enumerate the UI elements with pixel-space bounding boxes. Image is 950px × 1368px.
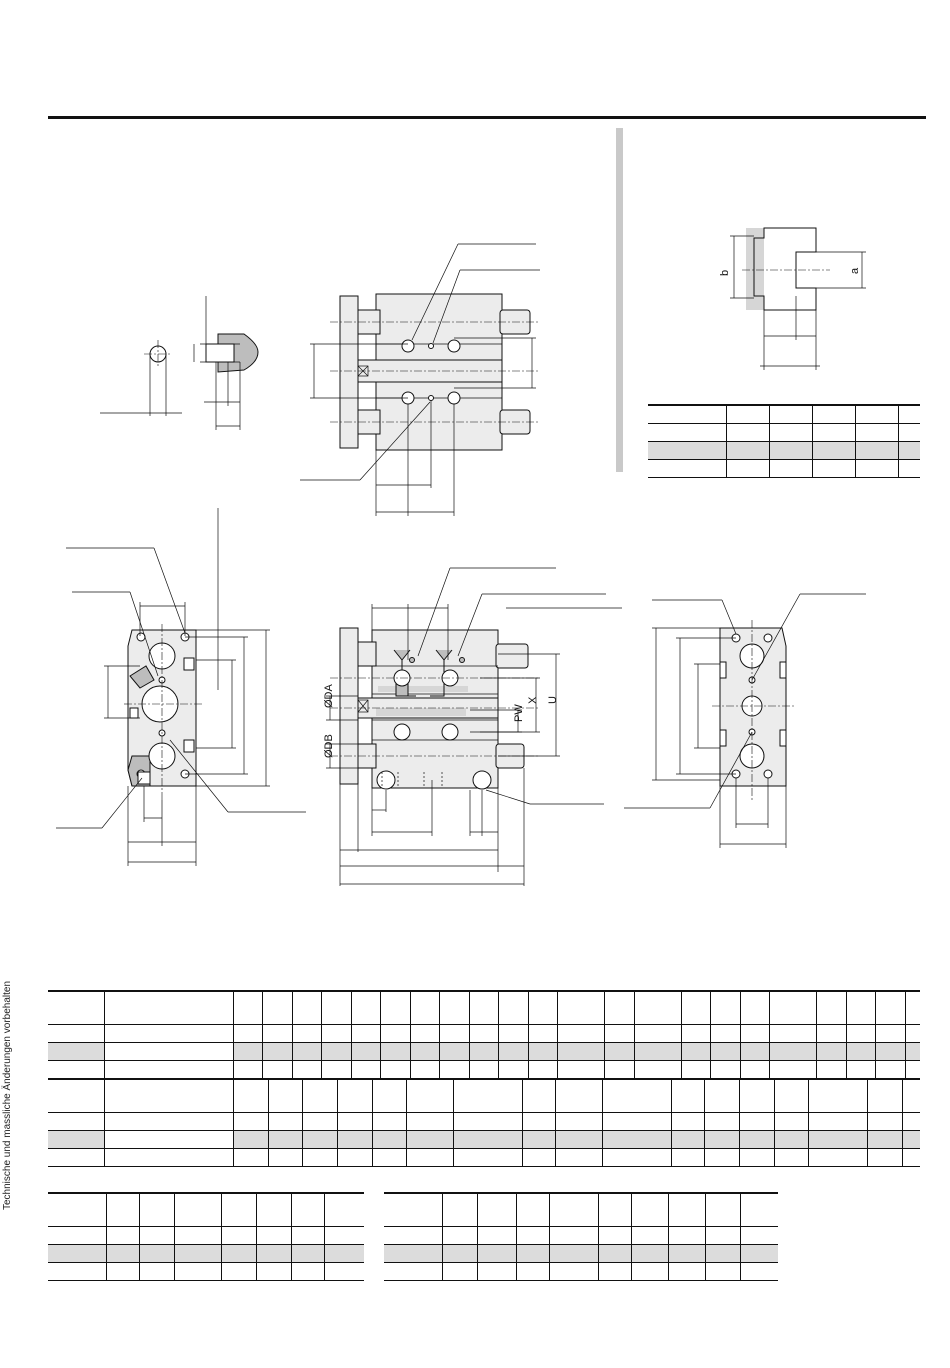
label-da: ØDA — [323, 684, 335, 709]
label-b: b — [719, 270, 731, 276]
top-rule — [48, 116, 926, 119]
side-view — [56, 508, 306, 866]
label-pw: PW — [513, 704, 525, 722]
section-divider — [616, 128, 623, 472]
tslot-table — [648, 404, 920, 478]
label-a: a — [849, 267, 861, 274]
top-view — [300, 243, 540, 516]
front-view: ØDA ØDB PW X U — [323, 567, 622, 886]
bolt-detail — [100, 296, 259, 430]
dimension-table-1 — [48, 990, 920, 1079]
weight-table-right — [384, 1192, 778, 1281]
label-x: X — [527, 696, 539, 704]
weight-table-left — [48, 1192, 364, 1281]
dimension-table-2 — [48, 1078, 920, 1167]
rear-view — [624, 593, 866, 848]
label-db: ØDB — [323, 734, 335, 758]
label-u: U — [547, 696, 559, 704]
tslot-detail: b a — [719, 227, 866, 370]
